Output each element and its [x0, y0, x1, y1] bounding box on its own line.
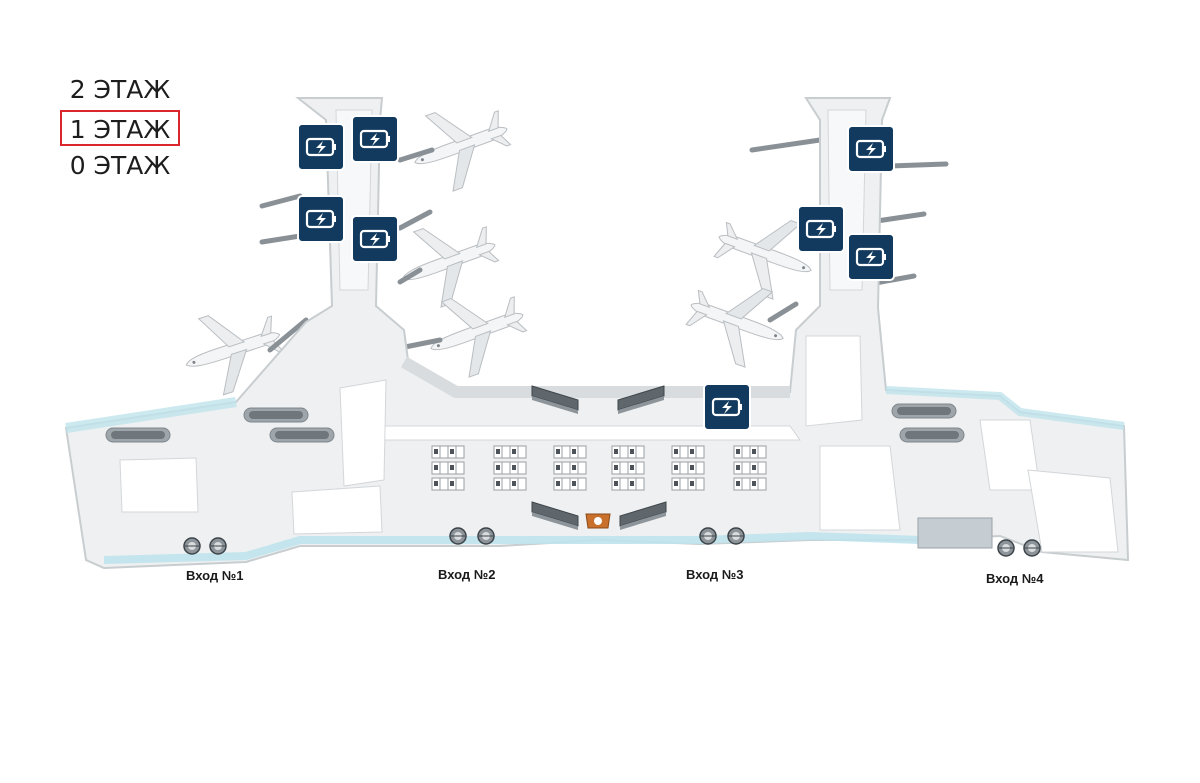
charging-station-icon[interactable]	[351, 215, 399, 263]
entrance-1-label: Вход №1	[186, 568, 244, 583]
information-icon	[585, 513, 611, 529]
charging-station-icon[interactable]	[797, 205, 845, 253]
charging-station-icon[interactable]	[703, 383, 751, 431]
entrance-2-label: Вход №2	[438, 567, 496, 582]
entrance-3-label: Вход №3	[686, 567, 744, 582]
floor-option-1-selected[interactable]: 1 ЭТАЖ	[60, 110, 180, 146]
airplane-icon	[400, 90, 522, 201]
jet-bridges	[259, 137, 949, 353]
charging-station-icon[interactable]	[847, 233, 895, 281]
charging-station-icon[interactable]	[297, 195, 345, 243]
charging-station-icon[interactable]	[847, 125, 895, 173]
airplane-icon	[676, 266, 798, 377]
charging-station-icon[interactable]	[297, 123, 345, 171]
entrance-4-label: Вход №4	[986, 571, 1044, 586]
floor-option-2[interactable]: 2 ЭТАЖ	[69, 75, 171, 104]
airplane-icon	[416, 276, 538, 387]
charging-station-icon[interactable]	[351, 115, 399, 163]
floor-option-0[interactable]: 0 ЭТАЖ	[69, 151, 171, 180]
